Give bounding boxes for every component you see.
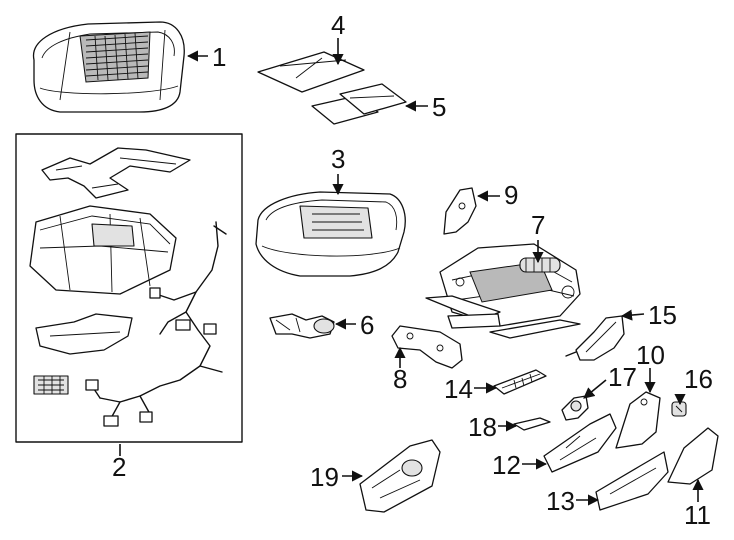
callout-6: 6 xyxy=(360,310,374,340)
part-18-switch xyxy=(513,417,551,431)
part-15-harness xyxy=(565,315,625,361)
part-11-cover xyxy=(667,427,719,485)
part-7-seat-frame xyxy=(425,243,581,339)
part-17-knob xyxy=(561,395,589,421)
part-8-track xyxy=(391,325,463,369)
callout-17: 17 xyxy=(608,362,637,392)
callout-18: 18 xyxy=(468,412,497,442)
callout-5: 5 xyxy=(432,92,446,122)
callout-19: 19 xyxy=(310,462,339,492)
callout-11: 11 xyxy=(684,500,711,530)
part-19-switch-panel xyxy=(359,439,441,513)
callout-1: 1 xyxy=(212,42,226,72)
part-12-trim xyxy=(543,413,617,473)
part-1-seat-cover xyxy=(32,21,185,113)
callout-13: 13 xyxy=(546,486,575,516)
callout-9: 9 xyxy=(504,180,518,210)
callout-8: 8 xyxy=(393,364,407,394)
part-10-shield xyxy=(615,391,661,449)
part-4-pad xyxy=(257,51,365,93)
callout-labels: 1 2 3 4 5 6 7 8 9 10 11 12 13 14 15 16 1… xyxy=(112,10,713,530)
part-13-trim xyxy=(595,451,669,511)
callout-7: 7 xyxy=(531,210,545,240)
callout-16: 16 xyxy=(684,364,713,394)
part-2-harness-kit-box xyxy=(15,133,243,443)
callout-2: 2 xyxy=(112,452,126,482)
callout-4: 4 xyxy=(331,10,345,40)
callout-15: 15 xyxy=(648,300,677,330)
callout-12: 12 xyxy=(492,450,521,480)
callout-3: 3 xyxy=(331,144,345,174)
part-14-switch xyxy=(493,369,547,395)
part-9-bracket xyxy=(443,187,477,235)
part-5-pad xyxy=(311,83,407,125)
callout-14: 14 xyxy=(444,374,473,404)
part-6-motor xyxy=(269,313,335,339)
part-16-knob xyxy=(671,401,687,417)
part-3-seat-cushion xyxy=(255,191,406,277)
callout-10: 10 xyxy=(636,340,665,370)
leader-lines xyxy=(119,38,704,506)
